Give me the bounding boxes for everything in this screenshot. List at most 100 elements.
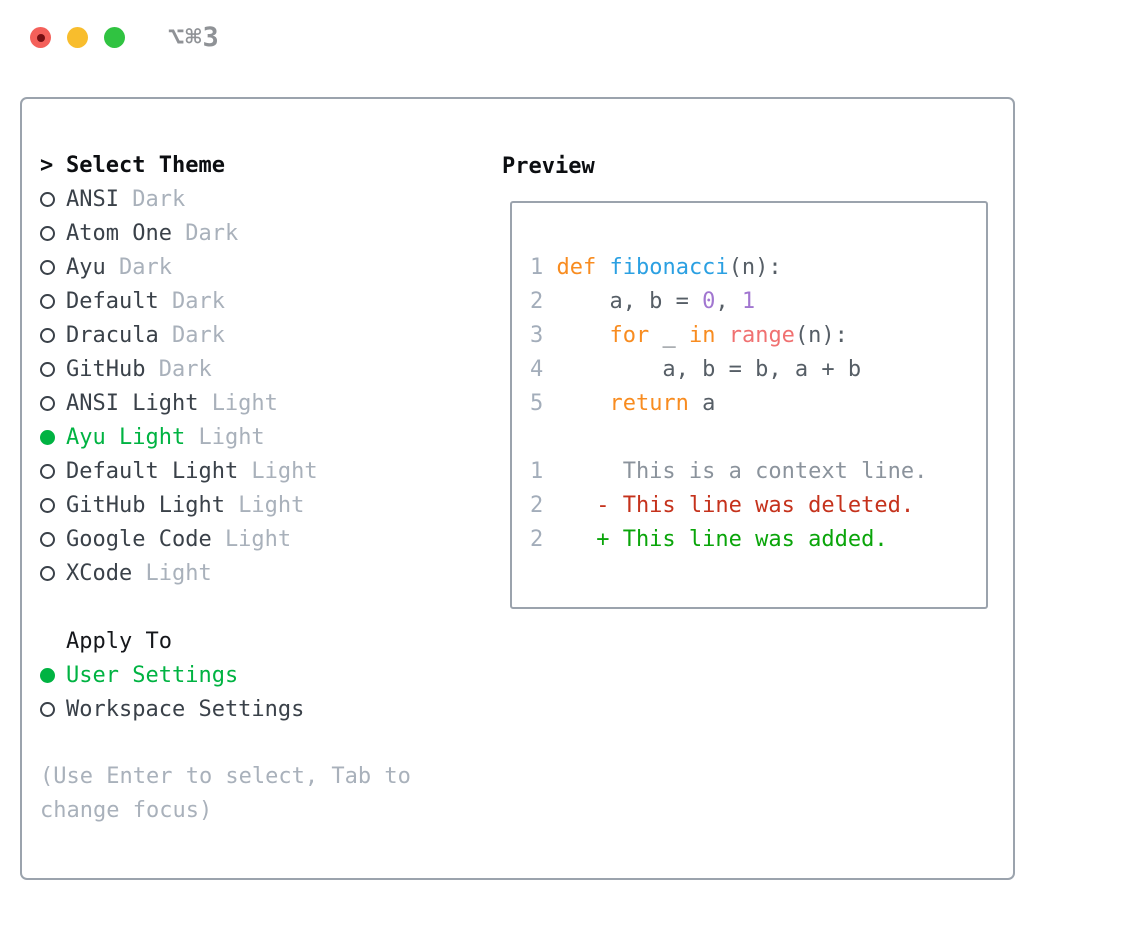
line-number: 4	[530, 357, 544, 382]
line-number: 2	[530, 289, 544, 314]
hint-text: (Use Enter to select, Tab to change focu…	[40, 764, 411, 823]
code-token	[556, 323, 609, 348]
option-tag: Dark	[132, 186, 186, 212]
radio-slot	[40, 463, 66, 479]
apply-to-title: Apply To	[66, 628, 172, 654]
code-token: 0	[702, 289, 716, 314]
radio-icon	[40, 565, 55, 581]
radio-slot	[40, 327, 66, 343]
radio-slot	[40, 191, 66, 207]
radio-slot	[40, 531, 66, 547]
radio-icon	[40, 327, 55, 343]
theme-option-ayu[interactable]: Ayu Dark	[40, 250, 480, 284]
theme-option-github-light[interactable]: GitHub Light Light	[40, 488, 480, 522]
option-label: Atom One	[66, 220, 172, 246]
line-number: 2	[530, 527, 544, 552]
code-line: 2 - This line was deleted.	[530, 489, 927, 523]
radio-slot	[40, 429, 66, 445]
code-token: return	[609, 391, 689, 416]
code-token: + This line was added.	[556, 527, 888, 552]
code-token	[556, 391, 609, 416]
zoom-button[interactable]	[104, 27, 125, 48]
preview-title: Preview	[502, 154, 595, 179]
theme-option-atom-one[interactable]: Atom One Dark	[40, 216, 480, 250]
option-label: Dracula	[66, 322, 159, 348]
code-token: a, b =	[556, 289, 703, 314]
option-tag: Light	[145, 560, 212, 586]
option-label: Default	[66, 288, 159, 314]
radio-slot	[40, 395, 66, 411]
code-token: in	[688, 323, 716, 348]
option-label: GitHub Light	[66, 492, 225, 518]
option-tag: Dark	[185, 220, 239, 246]
option-tag: Dark	[171, 288, 225, 314]
option-label: Ayu Light	[66, 424, 186, 450]
line-number: 1	[530, 255, 544, 280]
code-token: 1	[741, 289, 756, 314]
option-label: Ayu	[66, 254, 106, 280]
code-token: range	[728, 323, 795, 348]
radio-icon	[40, 531, 55, 547]
code-line	[530, 421, 927, 455]
code-line: 4 a, b = b, a + b	[530, 353, 927, 387]
option-tag: Dark	[118, 254, 172, 280]
theme-option-ansi-light[interactable]: ANSI Light Light	[40, 386, 480, 420]
code-line: 2 + This line was added.	[530, 523, 927, 557]
code-token: This is a context line.	[556, 459, 928, 484]
radio-icon	[40, 259, 55, 275]
apply-to-header: Apply To	[40, 624, 480, 658]
apply-option-workspace-settings[interactable]: Workspace Settings	[40, 692, 480, 726]
spacer	[40, 726, 480, 760]
radio-icon	[40, 225, 55, 241]
select-theme-header: > Select Theme	[40, 148, 480, 182]
line-number: 1	[530, 459, 544, 484]
radio-icon	[40, 463, 55, 479]
option-tag: Light	[211, 390, 278, 416]
option-label: ANSI	[66, 186, 119, 212]
code-token: (n):	[728, 255, 782, 280]
radio-icon	[40, 191, 55, 207]
radio-slot	[40, 497, 66, 513]
minimize-button[interactable]	[67, 27, 88, 48]
theme-option-default[interactable]: Default Dark	[40, 284, 480, 318]
line-number: 2	[530, 493, 544, 518]
close-button[interactable]	[30, 27, 51, 48]
apply-option-user-settings[interactable]: User Settings	[40, 658, 480, 692]
radio-icon	[40, 293, 55, 309]
code-line: 5 return a	[530, 387, 927, 421]
titlebar: ⌥⌘3	[0, 0, 1140, 97]
line-number: 5	[530, 391, 544, 416]
radio-icon	[40, 701, 55, 717]
spacer	[40, 590, 480, 624]
option-tag: Light	[238, 492, 305, 518]
code-token: a, b = b, a + b	[556, 357, 862, 382]
radio-selected-icon	[40, 429, 55, 445]
radio-icon	[40, 361, 55, 377]
code-token: a	[688, 391, 716, 416]
theme-option-xcode[interactable]: XCode Light	[40, 556, 480, 590]
option-tag: Light	[251, 458, 318, 484]
code-token: def	[556, 255, 597, 280]
code-token: ,	[715, 289, 742, 314]
option-label: ANSI Light	[66, 390, 199, 416]
option-label: Google Code	[66, 526, 212, 552]
code-token: - This line was deleted.	[556, 493, 915, 518]
radio-slot	[40, 293, 66, 309]
window-title-shortcut: ⌥⌘3	[168, 22, 220, 53]
option-label: XCode	[66, 560, 133, 586]
select-theme-title: Select Theme	[66, 152, 225, 178]
option-label: Workspace Settings	[66, 696, 305, 722]
theme-option-ansi[interactable]: ANSI Dark	[40, 182, 480, 216]
